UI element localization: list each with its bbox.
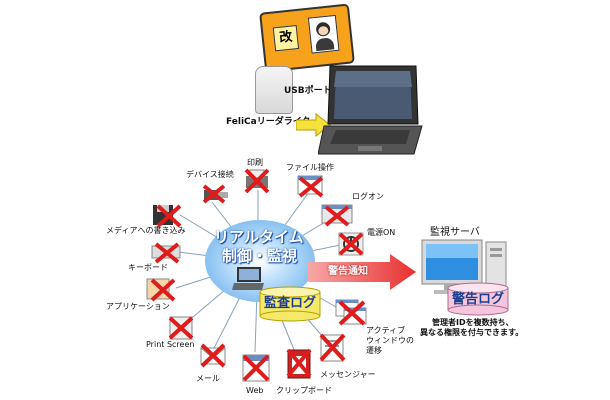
server-log-cylinder xyxy=(447,282,509,316)
card-photo xyxy=(307,14,340,54)
label-active-window-3: 遷移 xyxy=(366,346,382,355)
label-print-screen: Print Screen xyxy=(146,340,195,349)
print-screen-icon xyxy=(168,316,194,340)
label-media-write: メディアへの書き込み xyxy=(106,226,186,235)
reader-label: FeliCaリーダライタ xyxy=(226,117,311,127)
alert-arrow xyxy=(308,254,416,290)
power-button-icon xyxy=(338,232,364,256)
audit-log-label: 監査ログ xyxy=(263,296,316,311)
hub-laptop-icon xyxy=(232,267,264,290)
label-active-window-2: ウィンドウの xyxy=(366,336,414,345)
usb-device-icon xyxy=(202,184,228,204)
center-line1: リアルタイム xyxy=(214,228,304,246)
server-log-label: 警告ログ xyxy=(451,292,504,307)
logon-window-icon xyxy=(321,204,353,227)
clipboard-icon xyxy=(286,348,312,379)
mail-icon xyxy=(200,343,226,368)
audit-log-cylinder xyxy=(259,286,321,322)
label-print: 印刷 xyxy=(247,158,263,167)
label-mail: メール xyxy=(196,374,220,383)
floppy-disk-icon xyxy=(153,204,182,228)
laptop-icon xyxy=(318,65,423,155)
label-file-operation: ファイル操作 xyxy=(286,163,334,172)
alert-arrow-label: 警告通知 xyxy=(328,266,368,277)
printer-icon xyxy=(244,168,270,194)
card-badge: 改 xyxy=(272,25,300,52)
label-application: アプリケーション xyxy=(106,302,170,311)
active-window-icon xyxy=(335,299,367,326)
web-browser-icon xyxy=(242,354,270,382)
label-messenger: メッセンジャー xyxy=(320,370,376,379)
label-web: Web xyxy=(246,386,264,395)
keyboard-icon xyxy=(151,242,181,264)
server-caption-line2: 異なる権限を付与できます。 xyxy=(420,328,524,337)
application-icon xyxy=(146,278,176,302)
file-window-icon xyxy=(297,175,324,198)
label-power-on: 電源ON xyxy=(367,228,396,237)
felica-reader-icon xyxy=(255,66,293,114)
label-device-connect: デバイス接続 xyxy=(186,170,234,179)
label-active-window-1: アクティブ xyxy=(366,326,406,335)
usb-port-label: USBポート xyxy=(284,86,332,96)
server-caption-line1: 管理者IDを複数持ち、 xyxy=(432,318,514,327)
label-logon: ログオン xyxy=(352,192,384,201)
center-line2: 制御・監視 xyxy=(222,247,298,265)
messenger-icon xyxy=(319,333,346,362)
label-clipboard: クリップボード xyxy=(276,386,332,395)
server-title: 監視サーバ xyxy=(430,227,480,238)
label-keyboard: キーボード xyxy=(128,263,168,272)
